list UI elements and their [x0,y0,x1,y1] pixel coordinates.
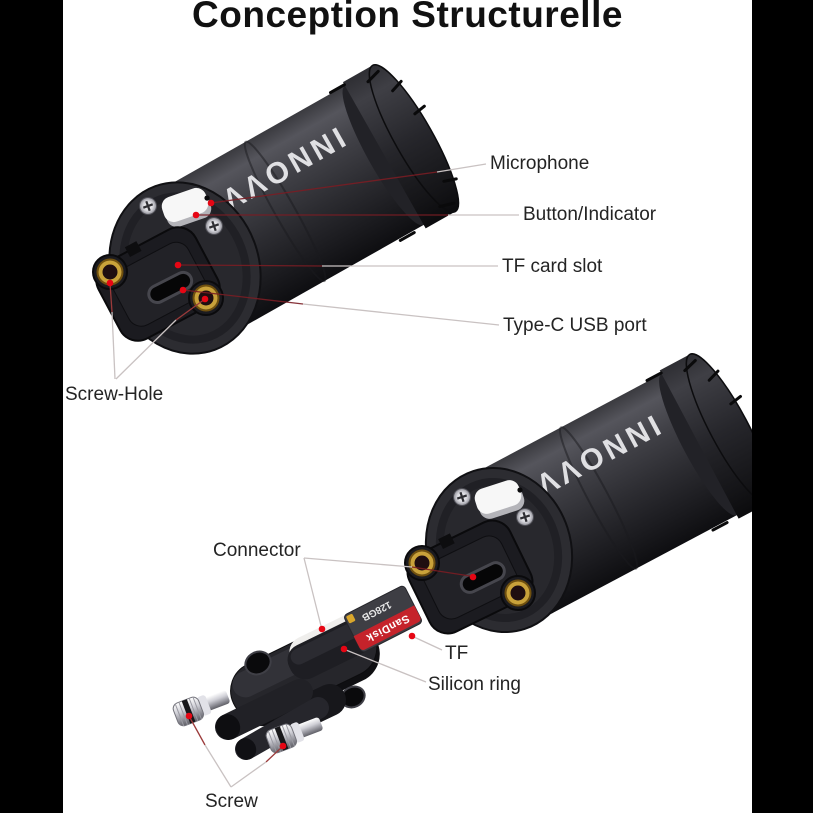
label-tf-card-slot: TF card slot [502,256,603,277]
microphone-hole [517,487,523,493]
microphone-hole [204,195,210,201]
leader-tfslot-on-device [177,264,323,267]
leader-screw-right [230,761,267,788]
leader-screwhole-right-red [175,298,206,321]
flange-hole-left [244,650,272,676]
thumb-screw-left [172,690,230,727]
plate-notch-top [124,241,142,257]
leader-tf-card [413,636,443,651]
label-button-indicator: Button/Indicator [523,204,657,225]
leader-screwhole-right [115,319,177,380]
device-button-indicator [474,480,522,514]
face-screw-left [453,488,471,506]
label-screw: Screw [205,791,258,812]
leader-connector-socket [303,557,413,568]
dot-screwhole-right [201,295,209,303]
face-screw-left [139,197,157,215]
dot-tf-card [408,632,416,640]
dot-connector-plug [318,625,326,633]
label-screw-hole: Screw-Hole [65,384,164,405]
gold-screw-hole-bottom-right [506,581,530,605]
leader-screw-left [204,744,232,788]
dot-screw-left [185,712,193,720]
dot-connector-socket [469,573,477,581]
device-top-face [92,181,262,355]
leader-screwhole-left [111,311,116,380]
page-title: Conception Structurelle [192,0,623,35]
device-top-illustration: INNOVV [92,64,460,355]
callout-marker-dots [106,199,477,750]
card-logo-mark [346,613,356,624]
dot-screw-right [279,742,287,750]
dot-button [192,211,200,219]
device-bottom-face [404,466,574,635]
dot-silicon-ring [340,645,348,653]
face-screw-right [205,217,223,235]
right-letterbox-bar [752,0,813,813]
usb-c-port-top [147,270,194,305]
leader-usb-on-device [182,289,304,305]
label-silicon-ring: Silicon ring [428,674,521,695]
leader-connector-on-device [411,566,471,577]
connector-prong-1 [215,679,313,740]
label-connector: Connector [213,540,301,561]
face-screw-right [516,508,534,526]
leader-microphone [436,163,487,173]
leader-screw-left-red [188,715,206,746]
dot-microphone [207,199,215,207]
dot-tf-slot [174,261,182,269]
leader-screwhole-left-red [109,282,113,313]
dot-usb [179,286,187,294]
rear-cap-ridges [328,69,458,242]
callout-leader-lines [109,163,519,788]
label-tf: TF [445,643,469,664]
left-letterbox-bar [0,0,63,813]
leader-microphone-on-device [210,171,438,204]
gold-screw-hole-top-left [98,260,122,284]
label-microphone: Microphone [490,153,590,174]
label-type-c-usb-port: Type-C USB port [503,315,647,336]
leader-silicon-ring [345,649,427,683]
leader-connector-plug [303,557,322,627]
leader-usb [302,303,500,326]
device-bottom-illustration: INNOVV [404,353,773,635]
dot-screwhole-left [106,279,114,287]
usb-c-port-bottom [459,561,506,594]
leader-screw-right-red [265,745,284,763]
